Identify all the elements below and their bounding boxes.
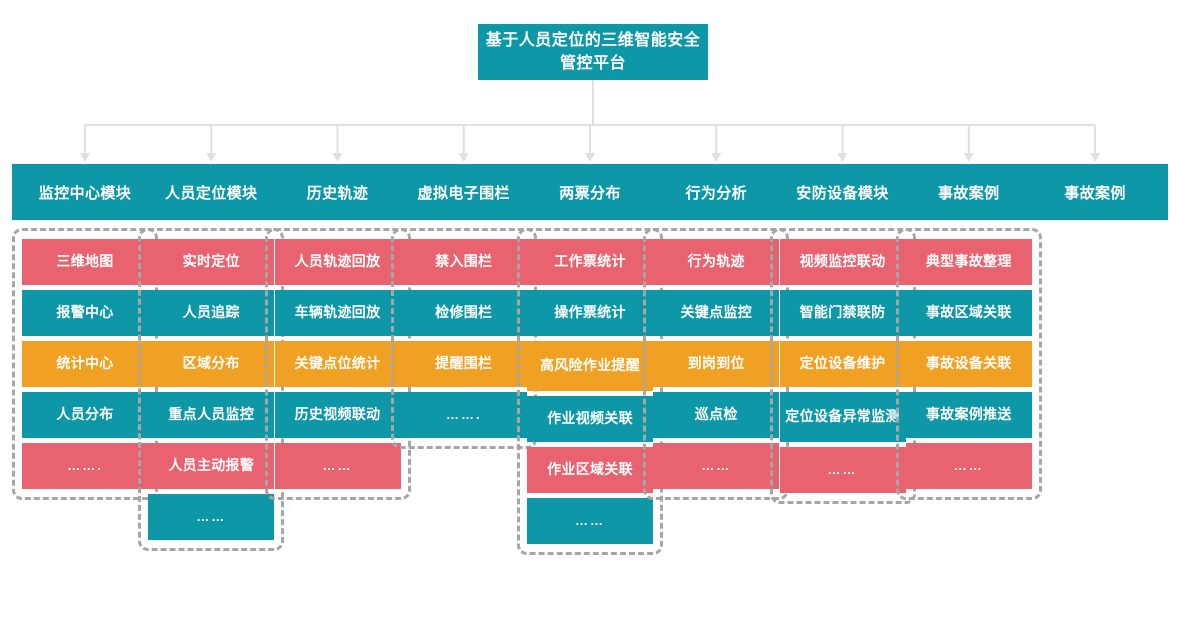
item-box[interactable]: 操作票统计 xyxy=(527,290,653,336)
item-box[interactable]: 提醒围栏 xyxy=(400,341,527,387)
item-box[interactable]: 行为轨迹 xyxy=(653,239,780,285)
item-box[interactable]: 事故案例推送 xyxy=(905,392,1032,438)
item-ellipsis[interactable]: ……. xyxy=(22,443,148,489)
item-box[interactable]: 人员追踪 xyxy=(148,290,275,336)
item-box[interactable]: 智能门禁联防 xyxy=(779,290,906,336)
item-box[interactable]: 巡点检 xyxy=(653,392,780,438)
item-box[interactable]: 高风险作业提醒 xyxy=(527,341,653,391)
column-header-4[interactable]: 虚拟电子围栏 xyxy=(390,164,537,220)
root-title-text: 基于人员定位的三维智能安全管控平台 xyxy=(485,31,701,72)
column-items-group-6: 行为轨迹关键点监控到岗到位巡点检 …… xyxy=(643,228,790,500)
item-box[interactable]: 工作票统计 xyxy=(527,239,653,285)
item-box[interactable]: 事故设备关联 xyxy=(905,341,1032,387)
column-items-group-1: 三维地图报警中心统计中心人员分布 ……. xyxy=(12,228,158,500)
column-8: 事故案例典型事故整理事故区域关联事故设备关联事故案例推送 …… xyxy=(895,164,1042,500)
item-box[interactable]: 作业视频关联 xyxy=(527,396,653,442)
item-box[interactable]: 禁入围栏 xyxy=(400,239,527,285)
column-header-8[interactable]: 事故案例 xyxy=(895,164,1042,220)
item-box[interactable]: 作业区域关联 xyxy=(527,447,653,493)
item-box[interactable]: 报警中心 xyxy=(22,290,148,336)
item-ellipsis[interactable]: ……. xyxy=(400,392,527,438)
column-items-group-3: 人员轨迹回放车辆轨迹回放关键点位统计历史视频联动 …… xyxy=(264,228,411,500)
item-box[interactable]: 车辆轨迹回放 xyxy=(274,290,401,336)
item-box[interactable]: 视频监控联动 xyxy=(779,239,906,285)
root-title-box: 基于人员定位的三维智能安全管控平台 xyxy=(478,24,708,80)
item-ellipsis[interactable]: …… xyxy=(779,447,906,493)
item-box[interactable]: 三维地图 xyxy=(22,239,148,285)
column-header-5[interactable]: 两票分布 xyxy=(517,164,663,220)
item-box[interactable]: 区域分布 xyxy=(148,341,275,387)
item-box[interactable]: 定位设备维护 xyxy=(779,341,906,387)
item-box[interactable]: 统计中心 xyxy=(22,341,148,387)
item-box[interactable]: 关键点位统计 xyxy=(274,341,401,387)
item-ellipsis[interactable]: …… xyxy=(274,443,401,489)
item-box[interactable]: 人员分布 xyxy=(22,392,148,438)
column-6: 行为分析行为轨迹关键点监控到岗到位巡点检 …… xyxy=(643,164,790,500)
column-4: 虚拟电子围栏禁入围栏检修围栏提醒围栏 ……. xyxy=(390,164,537,449)
column-items-group-5: 工作票统计操作票统计高风险作业提醒作业视频关联作业区域关联 …… xyxy=(517,228,663,555)
item-box[interactable]: 历史视频联动 xyxy=(274,392,401,438)
column-header-3[interactable]: 历史轨迹 xyxy=(264,164,411,220)
item-box[interactable]: 典型事故整理 xyxy=(905,239,1032,285)
item-box[interactable]: 人员主动报警 xyxy=(148,443,275,489)
item-box[interactable]: 关键点监控 xyxy=(653,290,780,336)
item-box[interactable]: 事故区域关联 xyxy=(905,290,1032,336)
item-ellipsis[interactable]: …… xyxy=(905,443,1032,489)
item-box[interactable]: 检修围栏 xyxy=(400,290,527,336)
item-ellipsis[interactable]: …… xyxy=(527,498,653,544)
column-header-2[interactable]: 人员定位模块 xyxy=(138,164,285,220)
item-box[interactable]: 重点人员监控 xyxy=(148,392,275,438)
item-box[interactable]: 到岗到位 xyxy=(653,341,780,387)
column-items-group-2: 实时定位人员追踪区域分布重点人员监控人员主动报警 …… xyxy=(138,228,285,551)
item-box[interactable]: 人员轨迹回放 xyxy=(274,239,401,285)
column-3: 历史轨迹人员轨迹回放车辆轨迹回放关键点位统计历史视频联动 …… xyxy=(264,164,411,500)
column-2: 人员定位模块实时定位人员追踪区域分布重点人员监控人员主动报警 …… xyxy=(138,164,285,551)
column-header-9[interactable]: 事故案例 xyxy=(1022,164,1168,220)
column-items-group-8: 典型事故整理事故区域关联事故设备关联事故案例推送 …… xyxy=(895,228,1042,500)
column-header-7[interactable]: 安防设备模块 xyxy=(769,164,916,220)
column-7: 安防设备模块视频监控联动智能门禁联防定位设备维护定位设备异常监测 …… xyxy=(769,164,916,504)
column-header-1[interactable]: 监控中心模块 xyxy=(12,164,158,220)
column-items-group-7: 视频监控联动智能门禁联防定位设备维护定位设备异常监测 …… xyxy=(769,228,916,504)
item-ellipsis[interactable]: …… xyxy=(653,443,780,489)
item-box[interactable]: 实时定位 xyxy=(148,239,275,285)
column-9: 事故案例 xyxy=(1022,164,1168,220)
column-header-6[interactable]: 行为分析 xyxy=(643,164,790,220)
column-1: 监控中心模块三维地图报警中心统计中心人员分布 ……. xyxy=(12,164,158,500)
column-items-group-4: 禁入围栏检修围栏提醒围栏 ……. xyxy=(390,228,537,449)
item-ellipsis[interactable]: …… xyxy=(148,494,275,540)
item-box[interactable]: 定位设备异常监测 xyxy=(779,392,906,442)
column-5: 两票分布工作票统计操作票统计高风险作业提醒作业视频关联作业区域关联 …… xyxy=(517,164,663,555)
